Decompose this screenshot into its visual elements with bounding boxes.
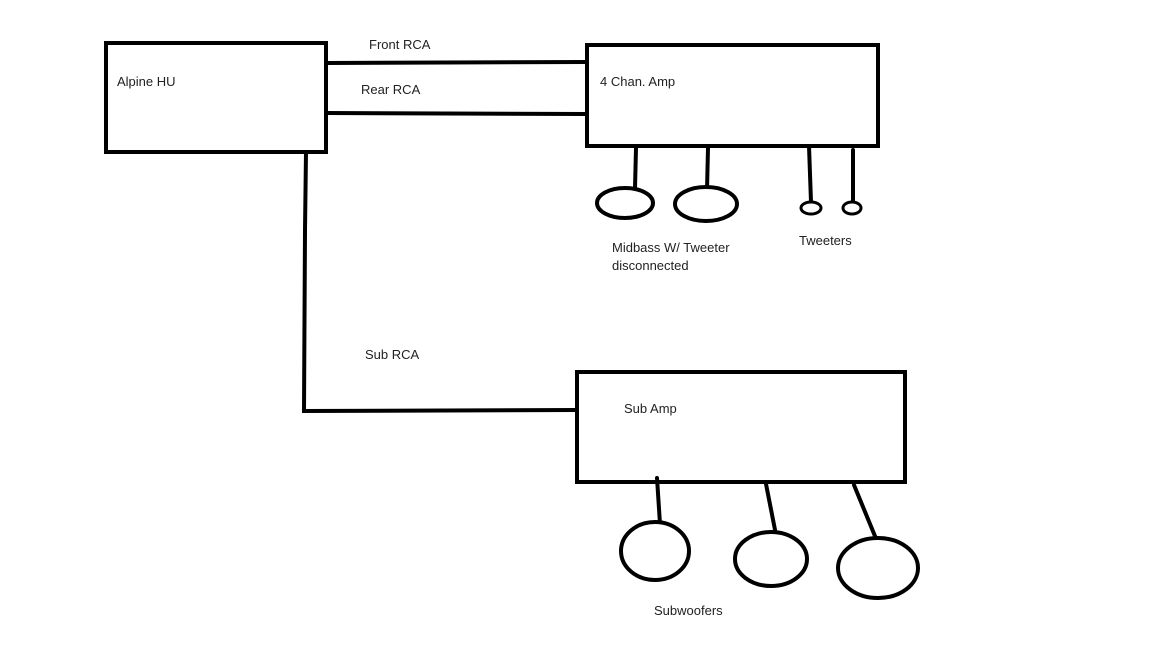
tweeter-right-icon — [841, 200, 863, 216]
tweeters-label: Tweeters — [799, 233, 852, 248]
subwoofer-left-icon — [619, 520, 691, 582]
midbass-left-speaker-icon — [595, 186, 655, 220]
sub-amp-label: Sub Amp — [624, 401, 677, 416]
midbass-right-wire — [705, 146, 710, 192]
midbass-label-line2: disconnected — [612, 258, 689, 273]
four-channel-amp-box — [585, 43, 880, 148]
rear-rca-wire — [324, 111, 589, 116]
subwoofer-right-wire — [852, 483, 879, 543]
subwoofers-label: Subwoofers — [654, 603, 723, 618]
subwoofer-right-icon — [836, 536, 920, 600]
sub-rca-wire — [301, 150, 579, 414]
rear-rca-label: Rear RCA — [361, 82, 421, 97]
tweeter-left-wire — [807, 144, 813, 204]
subwoofer-left-wire — [655, 476, 662, 526]
sub-rca-label: Sub RCA — [365, 347, 420, 362]
tweeter-left-icon — [799, 200, 823, 216]
midbass-right-speaker-icon — [673, 185, 739, 223]
sub-amp-box — [575, 370, 907, 484]
subwoofer-middle-icon — [733, 530, 809, 588]
midbass-label-line1: Midbass W/ Tweeter — [612, 240, 730, 255]
head-unit-box — [104, 41, 328, 154]
head-unit-label: Alpine HU — [117, 74, 176, 89]
front-rca-wire — [324, 60, 589, 65]
front-rca-label: Front RCA — [369, 37, 431, 52]
midbass-left-wire — [633, 146, 638, 190]
four-channel-amp-label: 4 Chan. Amp — [600, 74, 675, 89]
